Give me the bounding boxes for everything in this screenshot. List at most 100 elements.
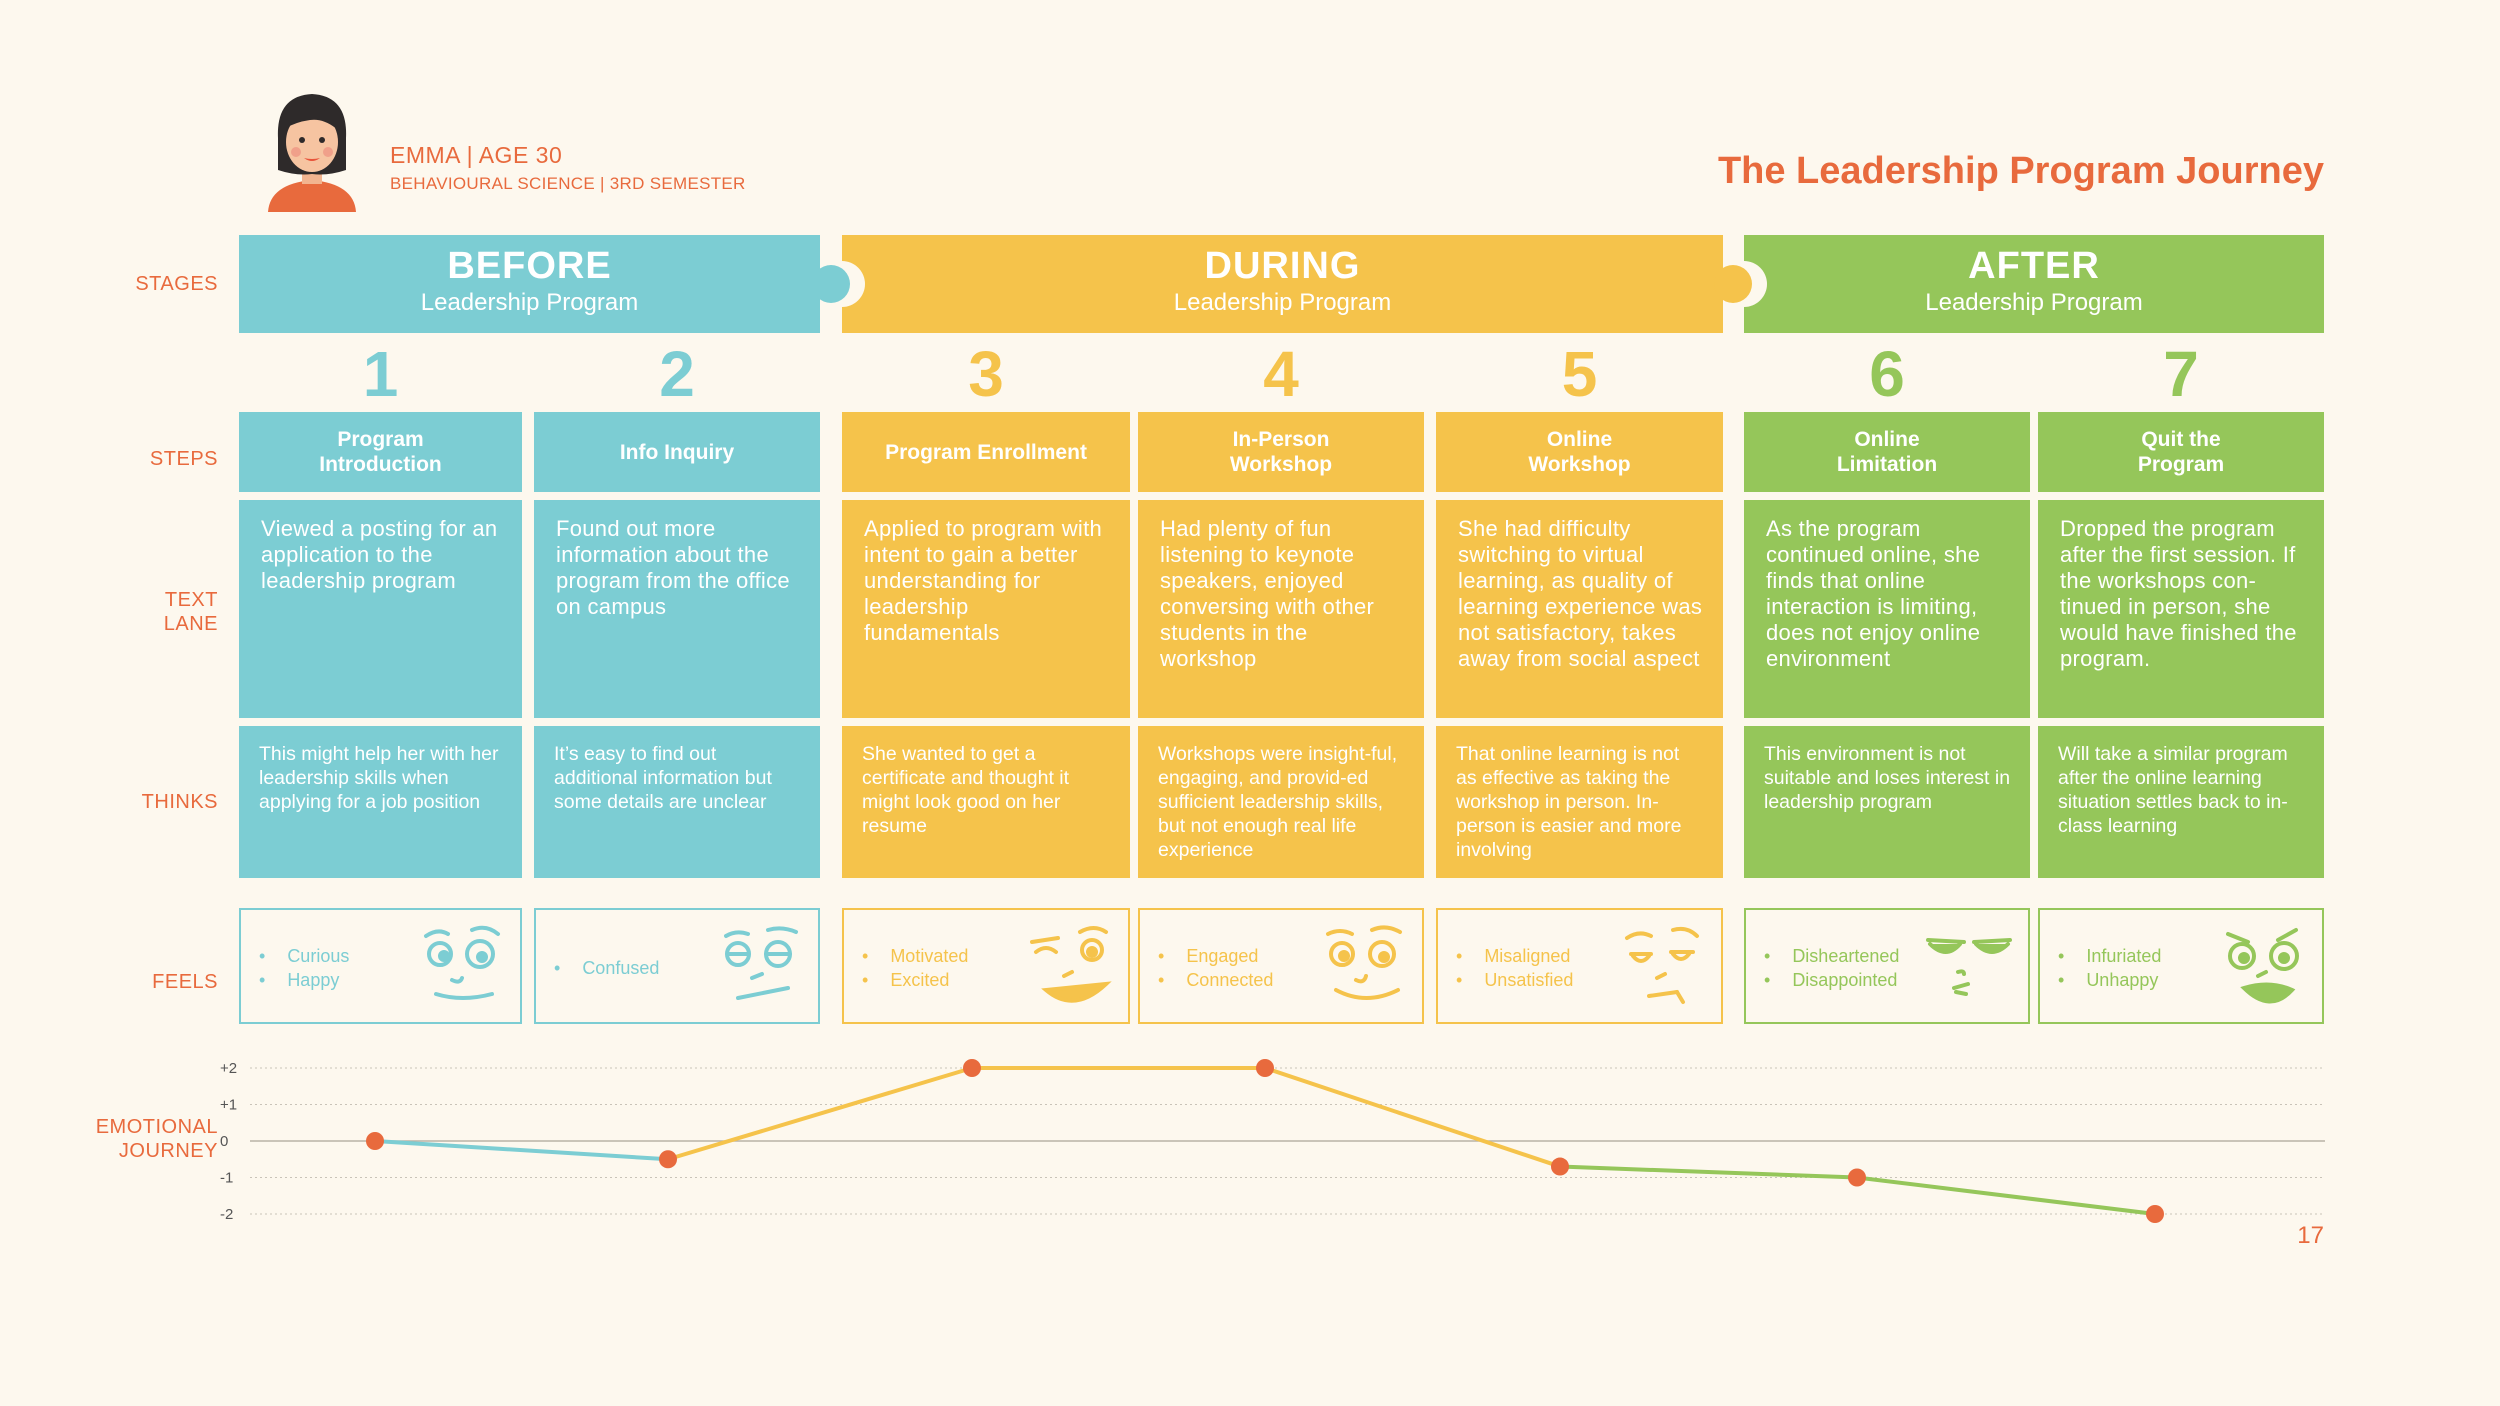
- feel-item: Infuriated: [2058, 944, 2161, 968]
- feel-item: Unsatisfied: [1456, 968, 1573, 992]
- thinks-cell: It’s easy to find out additional informa…: [534, 726, 820, 878]
- step-name: Quit the Program: [2038, 412, 2324, 492]
- row-label-stages: STAGES: [135, 273, 218, 295]
- text-lane-cell: Dropped the program after the first sess…: [2038, 500, 2324, 718]
- journey-line-segment: [1856, 1175, 2156, 1216]
- stage-title: DURING: [1204, 245, 1361, 287]
- journey-point: [1551, 1157, 1569, 1176]
- excited-face-icon: [1030, 926, 1112, 1003]
- row-label-emotional-journey: EMOTIONAL JOURNEY: [95, 1116, 218, 1162]
- feel-item: Unhappy: [2058, 968, 2161, 992]
- stage-subtitle: Leadership Program: [1173, 289, 1392, 316]
- y-tick-label: 0: [220, 1133, 228, 1150]
- step-name: Info Inquiry: [534, 412, 820, 492]
- stage-connector-tab: [1714, 265, 1752, 303]
- stage-after: AFTER Leadership Program: [1744, 235, 2324, 333]
- page-number: 17: [2297, 1222, 2324, 1249]
- journey-line-segment: [1264, 1066, 1561, 1169]
- curious-face-icon: [424, 925, 500, 1000]
- feels-cell: Infuriated Unhappy: [2038, 908, 2324, 1024]
- stage-during: DURING Leadership Program: [842, 235, 1723, 333]
- thinks-cell: Will take a similar program after the on…: [2038, 726, 2324, 878]
- stage-title: BEFORE: [447, 245, 612, 287]
- text-lane-cell: Applied to program with intent to gain a…: [842, 500, 1130, 718]
- feels-cell: Curious Happy: [239, 908, 522, 1024]
- feels-cell: Confused: [534, 908, 820, 1024]
- feels-list: Confused: [554, 956, 659, 980]
- text-lane-cell: She had difficulty switching to virtual …: [1436, 500, 1723, 718]
- feel-item: Curious: [259, 944, 349, 968]
- persona-avatar: [262, 88, 362, 212]
- feel-item: Connected: [1158, 968, 1273, 992]
- journey-line-segment: [1559, 1164, 1858, 1180]
- text-lane-cell: As the program continued online, she fin…: [1744, 500, 2030, 718]
- avatar-icon: [268, 94, 356, 212]
- text-lane-cell: Had plenty of fun listening to keynote s…: [1138, 500, 1424, 718]
- feel-item: Disheartened: [1764, 944, 1899, 968]
- stage-connector-tab: [812, 265, 850, 303]
- step-number: 6: [1869, 338, 1905, 410]
- emotional-journey-chart: +2 +1 0 -1 -2: [220, 1059, 2325, 1223]
- step-name: Program Introduction: [239, 412, 522, 492]
- feel-item: Happy: [259, 968, 349, 992]
- feel-item: Motivated: [862, 944, 968, 968]
- text-lane-cell: Found out more information about the pro…: [534, 500, 820, 718]
- step-name: Online Limitation: [1744, 412, 2030, 492]
- step-number: 7: [2163, 338, 2199, 410]
- feels-list: Infuriated Unhappy: [2058, 944, 2161, 992]
- engaged-face-icon: [1326, 925, 1402, 1000]
- feels-cell: Engaged Connected: [1138, 908, 1424, 1024]
- thinks-cell: Workshops were insight-ful, engaging, an…: [1138, 726, 1424, 878]
- journey-line-segment: [667, 1066, 973, 1162]
- text-lane-cell: Viewed a posting for an application to t…: [239, 500, 522, 718]
- journey-point: [963, 1059, 981, 1077]
- row-label-steps: STEPS: [149, 448, 218, 470]
- journey-line-segment: [374, 1139, 669, 1162]
- disappointed-face-icon: [1926, 938, 2012, 996]
- step-name: Online Workshop: [1436, 412, 1723, 492]
- infuriated-face-icon: [2226, 928, 2299, 1004]
- feel-item: Confused: [554, 956, 659, 980]
- y-tick-label: -1: [220, 1170, 233, 1187]
- journey-point: [1848, 1168, 1866, 1187]
- feels-list: Curious Happy: [259, 944, 349, 992]
- stage-subtitle: Leadership Program: [1925, 289, 2143, 316]
- step-number: 3: [968, 338, 1004, 410]
- step-name: Program Enrollment: [842, 412, 1130, 492]
- y-tick-label: -2: [220, 1206, 233, 1223]
- unsatisfied-face-icon: [1625, 926, 1699, 1004]
- feels-list: Motivated Excited: [862, 944, 968, 992]
- row-label-text-lane: TEXT LANE: [163, 589, 218, 635]
- feels-list: Misaligned Unsatisfied: [1456, 944, 1573, 992]
- feels-cell: Misaligned Unsatisfied: [1436, 908, 1723, 1024]
- row-label-thinks: THINKS: [141, 791, 218, 813]
- confused-face-icon: [724, 926, 798, 1000]
- feel-item: Misaligned: [1456, 944, 1573, 968]
- journey-point: [2146, 1205, 2164, 1223]
- thinks-cell: This environment is not suitable and los…: [1744, 726, 2030, 878]
- step-number: 5: [1561, 338, 1598, 410]
- feels-list: Disheartened Disappointed: [1764, 944, 1899, 992]
- feel-item: Disappointed: [1764, 968, 1899, 992]
- step-number: 4: [1263, 338, 1299, 410]
- feel-item: Engaged: [1158, 944, 1273, 968]
- journey-point: [659, 1150, 677, 1169]
- thinks-cell: She wanted to get a certificate and thou…: [842, 726, 1130, 878]
- page-title: The Leadership Program Journey: [1717, 150, 2324, 192]
- feels-cell: Disheartened Disappointed: [1744, 908, 2030, 1024]
- stage-title: AFTER: [1968, 245, 2100, 287]
- row-label-feels: FEELS: [152, 971, 218, 993]
- stage-before: BEFORE Leadership Program: [239, 235, 820, 333]
- stage-subtitle: Leadership Program: [420, 289, 639, 316]
- persona-name-age: EMMA | AGE 30: [390, 142, 563, 168]
- step-number: 1: [362, 338, 399, 410]
- y-tick-label: +1: [220, 1097, 237, 1114]
- y-tick-label: +2: [220, 1060, 237, 1077]
- thinks-cell: That online learning is not as effective…: [1436, 726, 1723, 878]
- persona-subtitle: BEHAVIOURAL SCIENCE | 3RD SEMESTER: [390, 174, 746, 193]
- feels-list: Engaged Connected: [1158, 944, 1273, 992]
- feel-item: Excited: [862, 968, 968, 992]
- thinks-cell: This might help her with her leadership …: [239, 726, 522, 878]
- step-number: 2: [659, 338, 695, 410]
- feels-cell: Motivated Excited: [842, 908, 1130, 1024]
